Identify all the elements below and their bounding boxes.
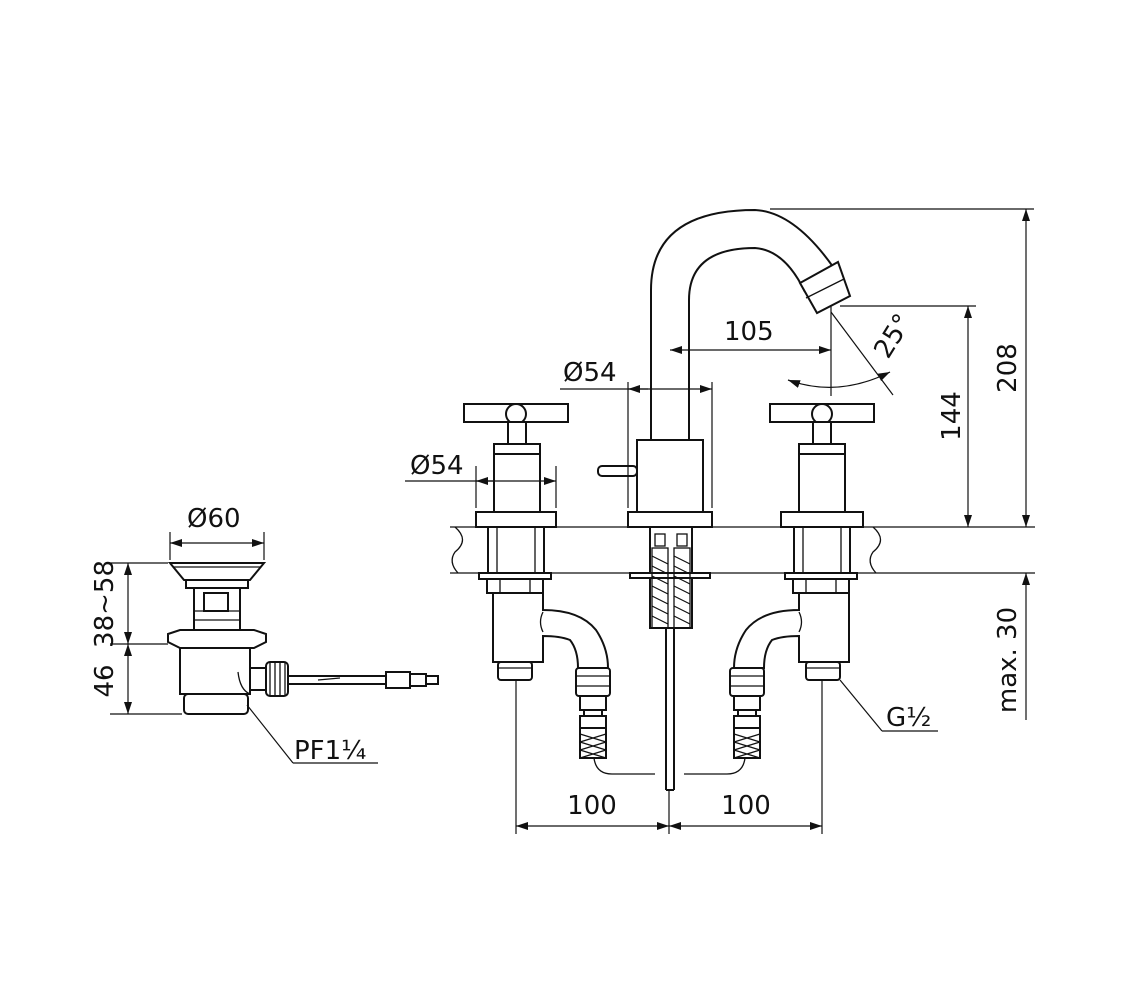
label-overall-height: 208 [993,343,1023,393]
label-spout-body-diameter: Ø54 [563,358,617,388]
label-drain-adjust-range: 38~58 [90,560,120,648]
right-valve [729,403,875,759]
label-right-spacing: 100 [721,791,771,821]
dimension-lines [110,208,1034,834]
label-left-spacing: 100 [567,791,617,821]
spout [593,208,852,791]
spout-hose-hatch [651,533,691,629]
label-max-deck-thickness: max. 30 [993,607,1023,713]
label-drain-thread: PF1¼ [294,736,366,766]
label-spout-outlet-height: 144 [937,391,967,441]
label-drain-body-height: 46 [90,664,120,697]
label-connection-thread: G½ [886,703,931,733]
label-handle-base-diameter: Ø54 [410,451,464,481]
label-drain-diameter: Ø60 [187,504,241,534]
label-spout-reach: 105 [724,317,774,347]
left-valve [463,403,611,759]
drain-assembly [167,562,439,715]
label-spout-angle: 25° [868,309,918,364]
